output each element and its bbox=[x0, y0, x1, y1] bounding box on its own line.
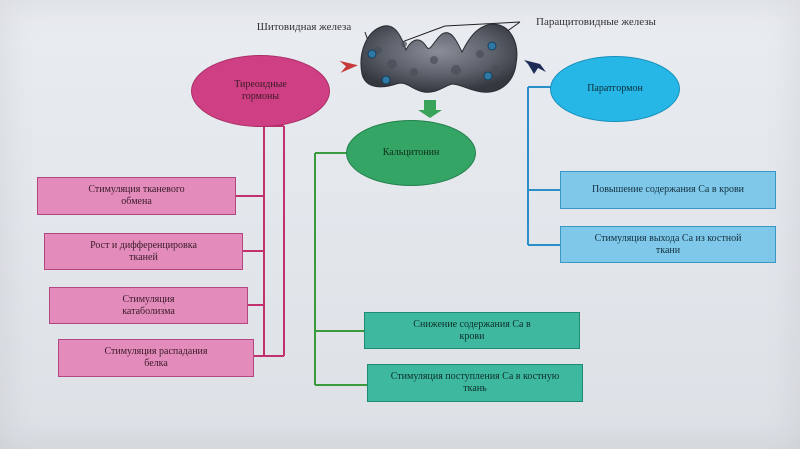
arrow-to-parathormone bbox=[524, 60, 546, 74]
thyroid-hormones-label: Тиреоидные гормоны bbox=[234, 79, 287, 102]
calcitonin-effect-text: Снижение содержания Са в крови bbox=[413, 318, 531, 342]
thyroid-label: Шитовидная железа bbox=[256, 21, 352, 33]
thyroid-effect-text: Рост и дифференцировка тканей bbox=[90, 239, 197, 263]
thyroid-effect-box: Стимуляция распадания белка bbox=[58, 339, 254, 377]
calcitonin-effect-box: Снижение содержания Са в крови bbox=[364, 312, 580, 349]
thyroid-hormones-bubble: Тиреоидные гормоны bbox=[191, 55, 330, 127]
thyroid-effect-box: Стимуляция тканевого обмена bbox=[37, 177, 236, 215]
calcitonin-effect-box: Стимуляция поступления Са в костную ткан… bbox=[367, 364, 583, 402]
calcitonin-connectors bbox=[314, 152, 368, 386]
thyroid-effect-box: Стимуляция катаболизма bbox=[49, 287, 248, 324]
parathyroid-label: Паращитовидные железы bbox=[536, 16, 656, 28]
parathormone-label: Паратгормон bbox=[587, 83, 643, 94]
arrow-to-calcitonin bbox=[418, 100, 442, 118]
parathormone-effect-box: Повышение содержания Са в крови bbox=[560, 171, 776, 209]
parathormone-effect-text: Повышение содержания Са в крови bbox=[591, 184, 745, 195]
thyroid-effect-text: Стимуляция тканевого обмена bbox=[88, 184, 185, 207]
arrows bbox=[339, 60, 546, 118]
thyroid-effect-box: Рост и дифференцировка тканей bbox=[44, 233, 243, 270]
calcitonin-bubble: Кальцитонин bbox=[346, 120, 476, 186]
thyroid-gland-illustration bbox=[360, 23, 518, 93]
parathormone-effect-text: Стимуляция выхода Са из костной ткани bbox=[594, 232, 742, 256]
parathyroid-glands-dots bbox=[367, 41, 497, 85]
thyroid-effect-text: Стимуляция катаболизма bbox=[122, 293, 175, 317]
parathormone-effect-box: Стимуляция выхода Са из костной ткани bbox=[560, 226, 776, 263]
thyroid-effect-text: Стимуляция распадания белка bbox=[104, 346, 208, 369]
parathormone-connectors bbox=[527, 86, 560, 246]
calcitonin-effect-text: Стимуляция поступления Са в костную ткан… bbox=[390, 371, 560, 394]
parathormone-bubble: Паратгормон bbox=[550, 56, 680, 122]
calcitonin-label: Кальцитонин bbox=[382, 147, 440, 158]
arrow-to-thyroid-hormones bbox=[339, 60, 358, 73]
